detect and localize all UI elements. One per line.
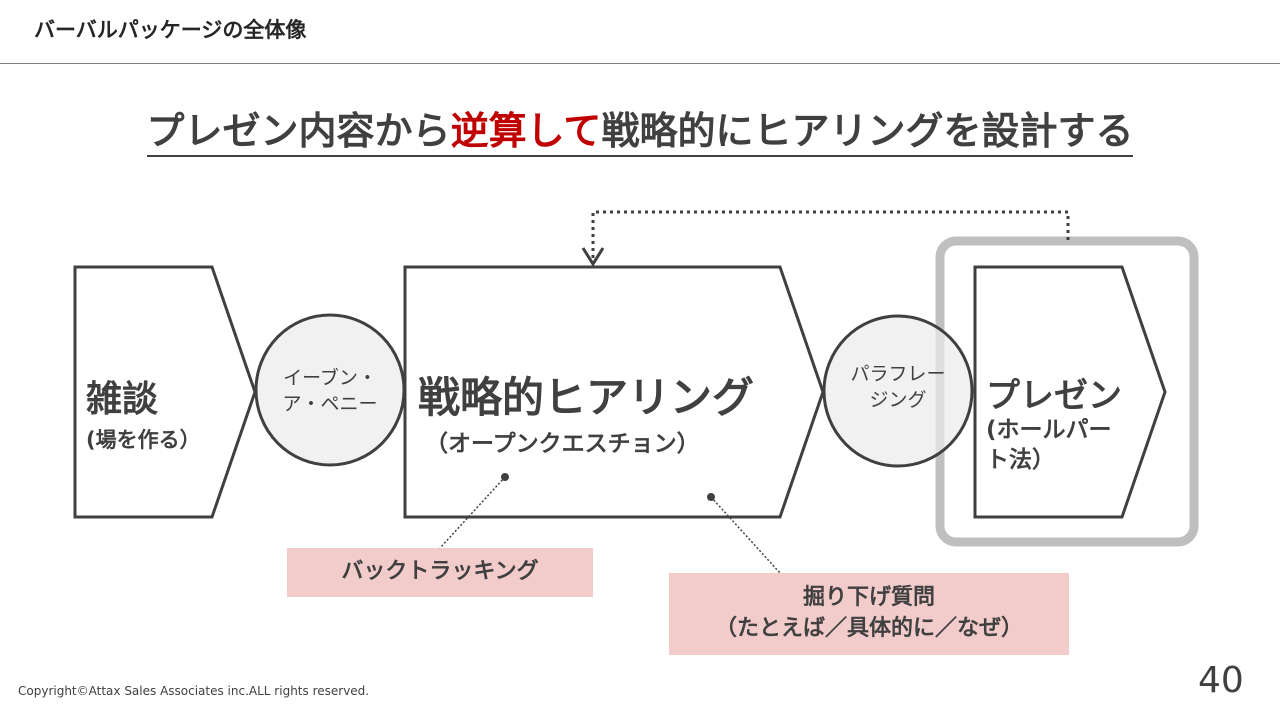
header-divider bbox=[0, 63, 1280, 64]
step-hearing-shape bbox=[403, 265, 825, 519]
subtitle-line1: (ホールパー bbox=[986, 417, 1112, 443]
arrowhead-icon bbox=[581, 247, 605, 267]
step-chat-subtitle: (場を作る） bbox=[86, 428, 201, 452]
callout-line-1 bbox=[439, 476, 506, 549]
callout-dot-2 bbox=[707, 493, 715, 501]
slide-header-title: バーバルパッケージの全体像 bbox=[34, 18, 307, 42]
headline-part1: プレゼン内容から bbox=[146, 109, 451, 153]
step-hearing-title: 戦略的ヒアリング bbox=[418, 373, 755, 422]
step-presentation-subtitle: (ホールパート法） bbox=[986, 416, 1112, 476]
subtitle-line2: ト法） bbox=[986, 446, 1055, 473]
callout-dot-1 bbox=[501, 473, 509, 481]
feedback-arrow bbox=[591, 210, 1070, 262]
connector-2-line1: パラフレー bbox=[850, 363, 946, 385]
step-hearing-subtitle: （オープンクエスチョン） bbox=[425, 431, 700, 457]
connector-2-line2: ジング bbox=[869, 388, 927, 411]
headline-part2: 戦略的にヒアリングを設計する bbox=[601, 109, 1134, 153]
callout-backtracking: バックトラッキング bbox=[287, 548, 593, 597]
connector-circle-2 bbox=[822, 314, 974, 468]
callout-deep-questions: 掘り下げ質問 （たとえば／具体的に／なぜ） bbox=[669, 573, 1069, 655]
headline-highlight: 逆算して bbox=[450, 109, 602, 153]
connector-circle-1 bbox=[254, 313, 406, 467]
step-presentation-shape bbox=[973, 265, 1167, 519]
connector-1-line2: ア・ペニー bbox=[282, 392, 378, 415]
step-chat-shape bbox=[73, 265, 257, 519]
callout-line2: （たとえば／具体的に／なぜ） bbox=[714, 616, 1023, 641]
connector-2-label: パラフレージング bbox=[824, 362, 972, 413]
callout-line1: 掘り下げ質問 bbox=[802, 585, 935, 611]
headline: プレゼン内容から逆算して戦略的にヒアリングを設計する bbox=[0, 100, 1280, 157]
step-presentation-title: プレゼン bbox=[986, 376, 1122, 416]
connector-1-label: イーブン・ア・ペニー bbox=[256, 366, 404, 417]
page-number: 40 bbox=[1198, 660, 1244, 701]
copyright: Copyright©Attax Sales Associates inc.ALL… bbox=[18, 684, 370, 698]
callout-line-2 bbox=[710, 496, 781, 574]
step-chat-title: 雑談 bbox=[86, 379, 159, 420]
connector-1-line1: イーブン・ bbox=[283, 367, 377, 389]
